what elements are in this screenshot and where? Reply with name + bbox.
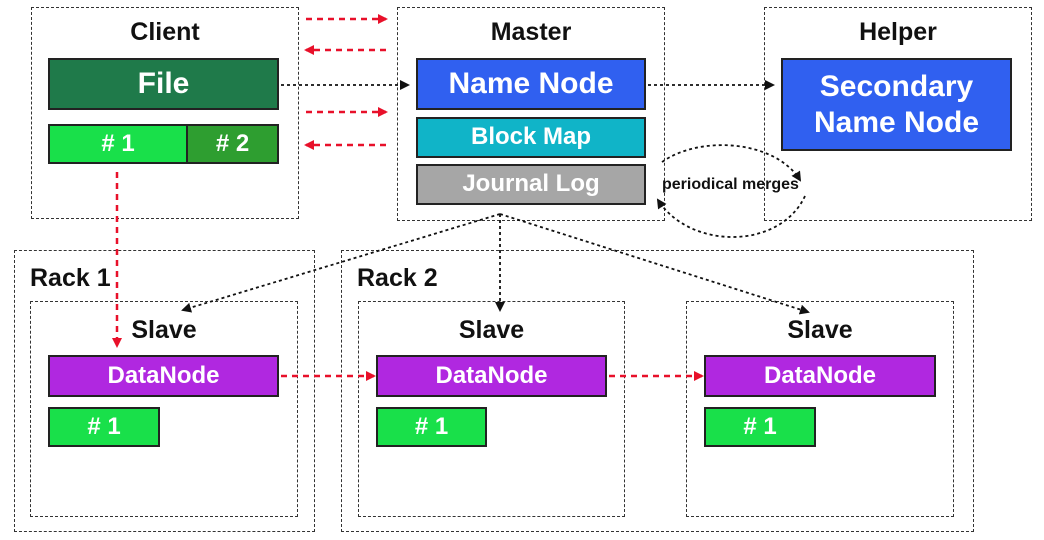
slave-1-datanode: DataNode: [48, 355, 279, 397]
secondary-line-2: Name Node: [813, 105, 980, 139]
name-node-block: Name Node: [416, 58, 646, 110]
journal-log-block: Journal Log: [416, 164, 646, 205]
slave-1-title: Slave: [131, 316, 197, 344]
rack-2-title: Rack 2: [357, 264, 438, 292]
slave-3-datanode: DataNode: [704, 355, 936, 397]
client-block-2: # 2: [186, 124, 279, 164]
slave-1-block: # 1: [48, 407, 160, 447]
master-title: Master: [490, 18, 572, 46]
slave-2-title: Slave: [458, 316, 525, 344]
client-block-1: # 1: [48, 124, 188, 164]
client-box: [31, 7, 299, 219]
secondary-name-node-block: Secondary Name Node: [781, 58, 1012, 151]
secondary-line-1: Secondary: [819, 69, 974, 103]
slave-3-block: # 1: [704, 407, 816, 447]
slave-3-title: Slave: [787, 316, 853, 344]
slave-1-box: [30, 301, 298, 517]
helper-box: [764, 7, 1032, 221]
file-block: File: [48, 58, 279, 110]
rack-1-box: [14, 250, 315, 532]
slave-2-datanode: DataNode: [376, 355, 607, 397]
helper-title: Helper: [859, 18, 937, 46]
rack-1-title: Rack 1: [30, 264, 111, 292]
slave-2-block: # 1: [376, 407, 487, 447]
block-map-block: Block Map: [416, 117, 646, 158]
client-title: Client: [130, 18, 200, 46]
periodical-merges-note: periodical merges: [662, 176, 799, 193]
slave-3-box: [686, 301, 954, 517]
